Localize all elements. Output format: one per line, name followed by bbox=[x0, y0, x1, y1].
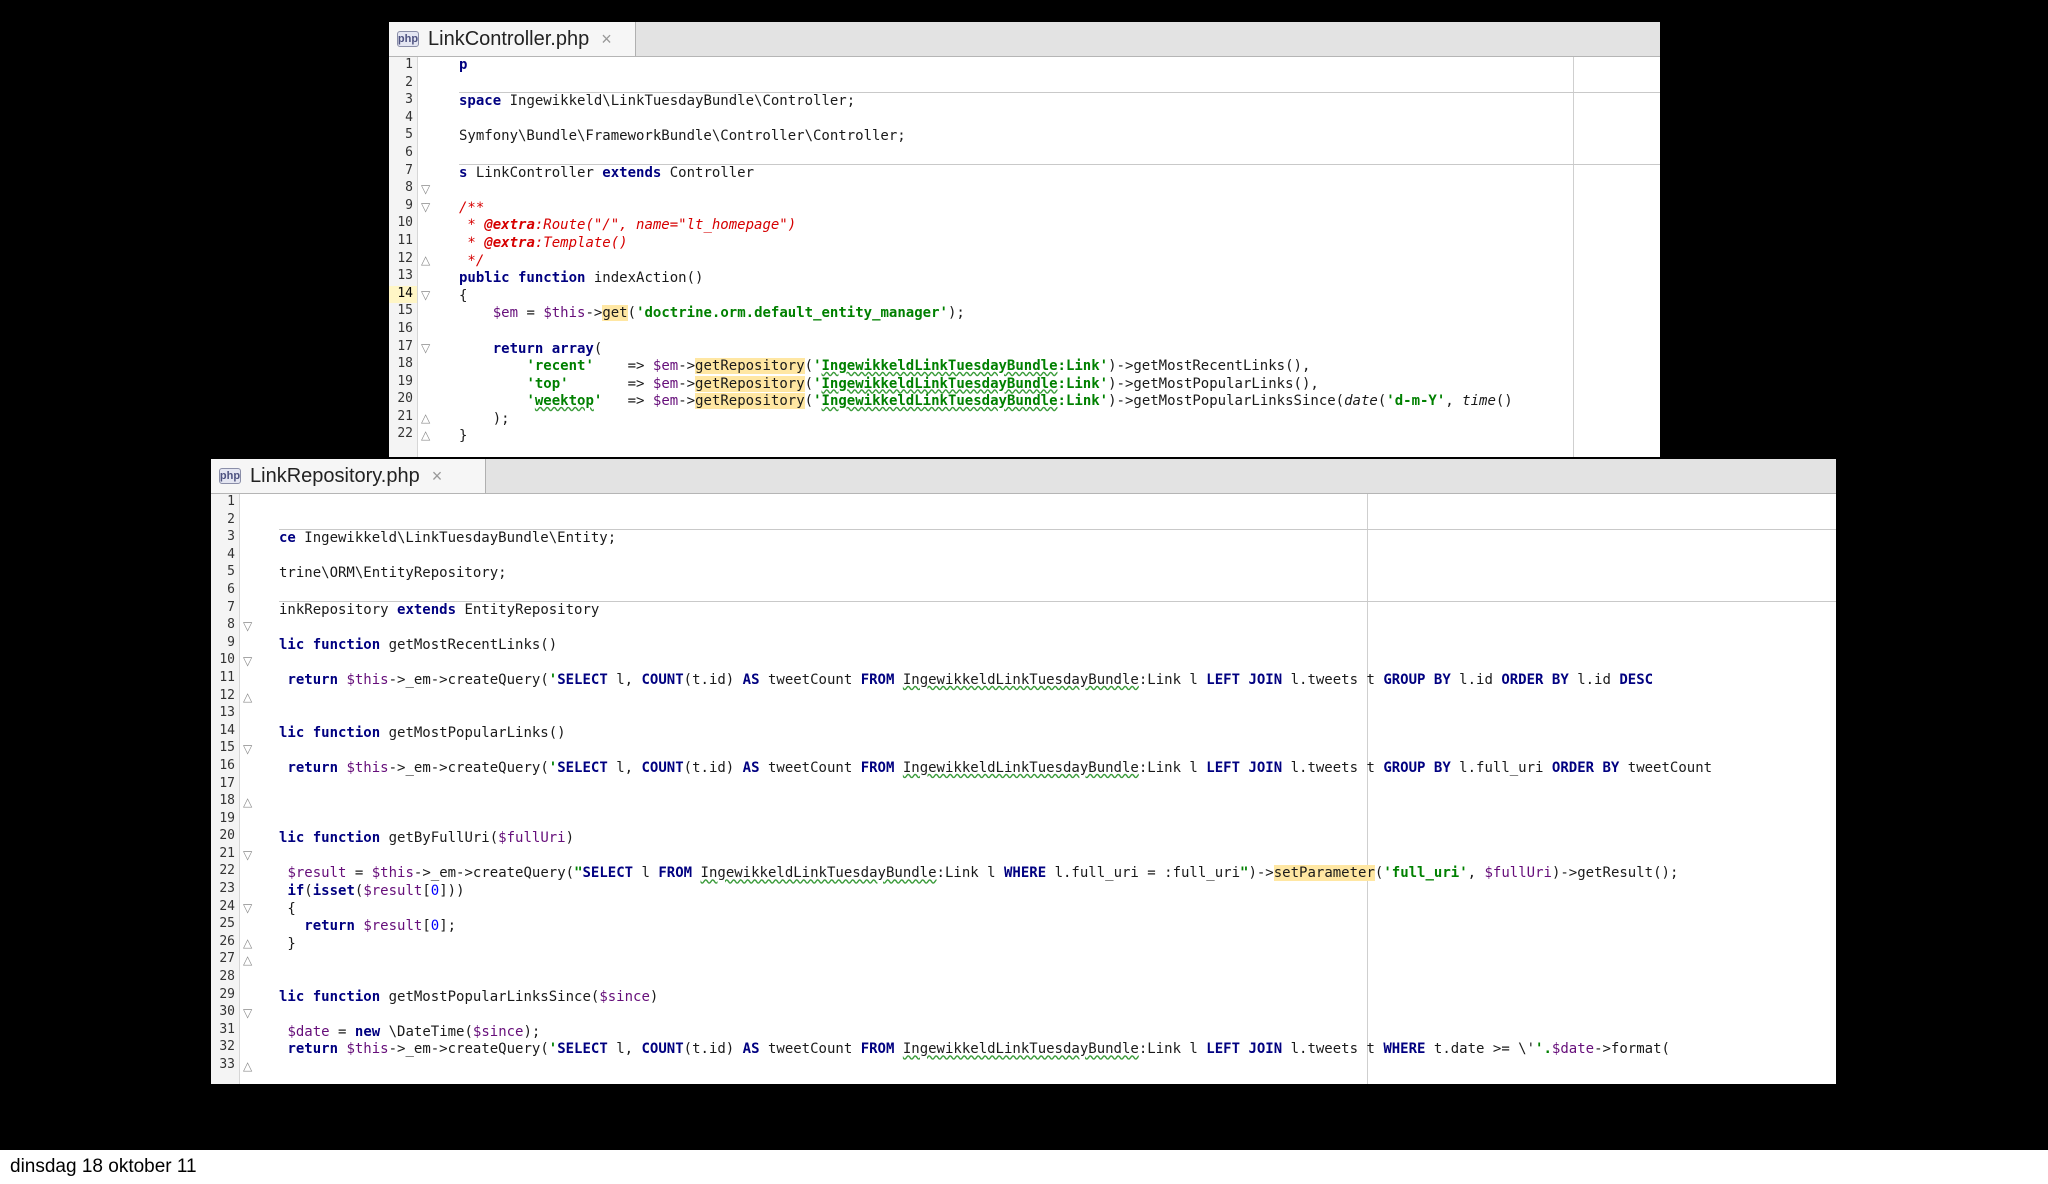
fold-marker-icon[interactable]: ▽ bbox=[243, 1006, 253, 1021]
line-number: 13 bbox=[397, 268, 413, 284]
line-number: 6 bbox=[405, 144, 413, 160]
php-file-icon: php bbox=[219, 468, 241, 484]
line-number: 3 bbox=[405, 92, 413, 108]
line-number: 30 bbox=[219, 1004, 235, 1020]
line-number: 14 bbox=[389, 285, 417, 304]
line-number: 1 bbox=[405, 57, 413, 72]
line-number: 32 bbox=[219, 1039, 235, 1055]
line-number: 7 bbox=[405, 162, 413, 178]
line-number: 8 bbox=[227, 617, 235, 633]
line-number: 23 bbox=[219, 881, 235, 897]
tab-label: LinkRepository.php bbox=[250, 464, 420, 487]
line-number: 9 bbox=[405, 197, 413, 213]
line-number: 18 bbox=[397, 356, 413, 372]
line-number: 15 bbox=[219, 740, 235, 756]
fold-marker-icon[interactable]: △ bbox=[421, 428, 431, 443]
line-number: 9 bbox=[227, 634, 235, 650]
line-number: 29 bbox=[219, 986, 235, 1002]
close-icon[interactable]: × bbox=[601, 28, 612, 49]
line-number: 2 bbox=[227, 511, 235, 527]
line-number: 22 bbox=[397, 426, 413, 442]
fold-marker-icon[interactable]: ▽ bbox=[243, 847, 253, 862]
fold-marker-icon[interactable]: ▽ bbox=[243, 900, 253, 915]
line-number: 21 bbox=[219, 845, 235, 861]
line-number: 12 bbox=[219, 687, 235, 703]
line-number: 16 bbox=[219, 757, 235, 773]
line-number: 27 bbox=[219, 951, 235, 967]
php-file-icon: php bbox=[397, 31, 419, 47]
line-number: 14 bbox=[219, 722, 235, 738]
line-number: 3 bbox=[227, 529, 235, 545]
fold-marker-icon[interactable]: ▽ bbox=[243, 619, 253, 634]
tab-bar: php LinkRepository.php × bbox=[211, 459, 1836, 494]
slide-footer: dinsdag 18 oktober 11 bbox=[0, 1150, 2048, 1184]
line-number: 4 bbox=[405, 109, 413, 125]
footer-date: dinsdag 18 oktober 11 bbox=[10, 1156, 197, 1177]
line-number: 8 bbox=[405, 180, 413, 196]
fold-marker-icon[interactable]: △ bbox=[243, 795, 253, 810]
tab-bar: php LinkController.php × bbox=[389, 22, 1660, 57]
line-number: 6 bbox=[227, 581, 235, 597]
line-number: 5 bbox=[227, 564, 235, 580]
line-number: 12 bbox=[397, 250, 413, 266]
line-number: 11 bbox=[219, 669, 235, 685]
fold-marker-icon[interactable]: △ bbox=[243, 935, 253, 950]
fold-marker-icon[interactable]: ▽ bbox=[421, 199, 431, 214]
line-number: 7 bbox=[227, 599, 235, 615]
line-number: 13 bbox=[219, 705, 235, 721]
line-number: 25 bbox=[219, 916, 235, 932]
fold-marker-icon[interactable]: △ bbox=[243, 953, 253, 968]
fold-marker-icon[interactable]: △ bbox=[243, 689, 253, 704]
fold-marker-icon[interactable]: △ bbox=[421, 410, 431, 425]
line-number: 33 bbox=[219, 1057, 235, 1072]
line-number: 5 bbox=[405, 127, 413, 143]
line-number: 19 bbox=[219, 810, 235, 826]
line-number: 22 bbox=[219, 863, 235, 879]
close-icon[interactable]: × bbox=[431, 465, 443, 486]
line-number: 15 bbox=[397, 303, 413, 319]
fold-marker-icon[interactable]: ▽ bbox=[421, 287, 431, 302]
code-area[interactable]: ce Ingewikkeld\LinkTuesdayBundle\Entity;… bbox=[279, 494, 1836, 1084]
line-number: 1 bbox=[227, 494, 235, 509]
code-area[interactable]: p space Ingewikkeld\LinkTuesdayBundle\Co… bbox=[459, 57, 1660, 457]
line-number: 17 bbox=[397, 338, 413, 354]
line-number: 10 bbox=[397, 215, 413, 231]
line-number: 16 bbox=[397, 320, 413, 336]
line-number: 2 bbox=[405, 74, 413, 90]
right-margin-guide bbox=[1573, 57, 1574, 457]
line-number: 28 bbox=[219, 969, 235, 985]
fold-marker-icon[interactable]: △ bbox=[243, 1059, 253, 1073]
line-number: 18 bbox=[219, 793, 235, 809]
line-number: 26 bbox=[219, 933, 235, 949]
line-number: 20 bbox=[397, 391, 413, 407]
line-number: 21 bbox=[397, 408, 413, 424]
tab-link-repository[interactable]: php LinkRepository.php × bbox=[211, 459, 486, 493]
fold-marker-icon[interactable]: ▽ bbox=[243, 742, 253, 757]
right-margin-guide bbox=[1367, 494, 1368, 1084]
line-number: 31 bbox=[219, 1021, 235, 1037]
line-number: 24 bbox=[219, 898, 235, 914]
fold-gutter: ▽ ▽ △ ▽ △ ▽ ▽ △ △ ▽ △ bbox=[240, 494, 270, 1084]
fold-marker-icon[interactable]: ▽ bbox=[421, 182, 431, 197]
line-number: 11 bbox=[397, 232, 413, 248]
tab-label: LinkController.php bbox=[428, 27, 590, 50]
fold-marker-icon[interactable]: ▽ bbox=[243, 654, 253, 669]
line-number: 4 bbox=[227, 546, 235, 562]
line-number: 20 bbox=[219, 828, 235, 844]
fold-marker-icon[interactable]: ▽ bbox=[421, 340, 431, 355]
fold-gutter: ▽ ▽ △ ▽ ▽ △ △ bbox=[418, 57, 448, 457]
line-number: 17 bbox=[219, 775, 235, 791]
line-number: 10 bbox=[219, 652, 235, 668]
fold-marker-icon[interactable]: △ bbox=[421, 252, 431, 267]
line-number: 19 bbox=[397, 373, 413, 389]
tab-link-controller[interactable]: php LinkController.php × bbox=[389, 22, 636, 56]
